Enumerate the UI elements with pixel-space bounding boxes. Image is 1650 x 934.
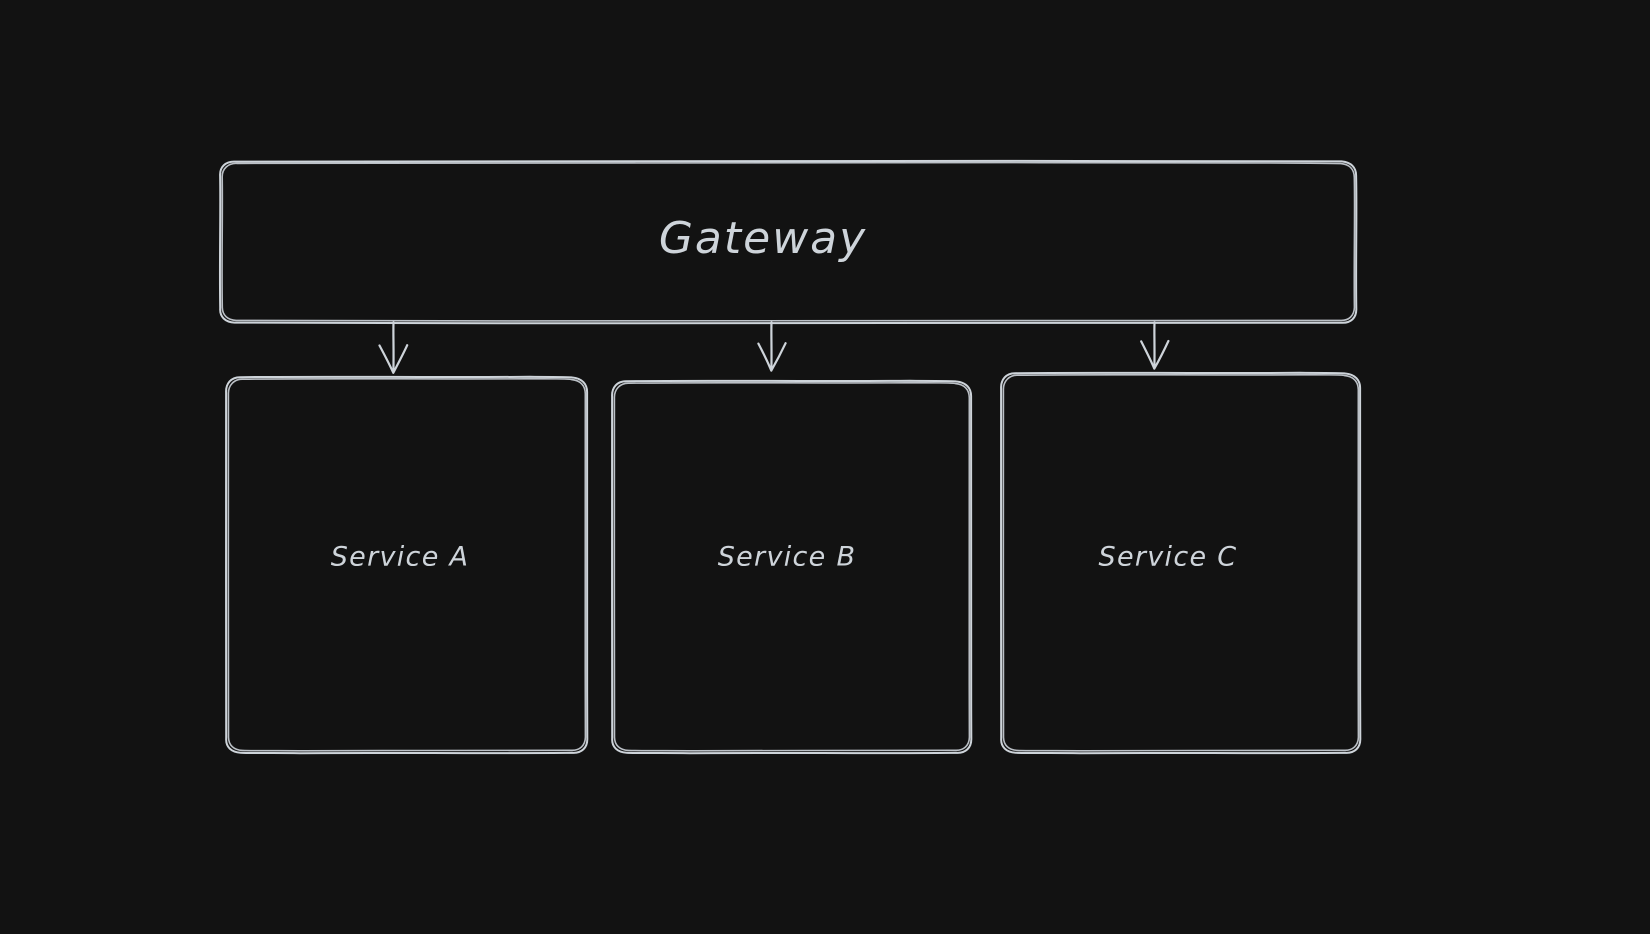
edge-gateway-service-a[interactable] — [378, 321, 409, 374]
service-c-outline — [999, 371, 1362, 755]
edge-gateway-service-b[interactable] — [757, 321, 787, 372]
service-b-label: Service B — [718, 542, 857, 573]
service-b-fill — [611, 381, 971, 754]
service-c-outline-sketch — [1002, 373, 1360, 752]
edge-gateway-service-c[interactable] — [1140, 321, 1170, 370]
gateway-fill — [220, 161, 1356, 323]
gateway-outline — [218, 159, 1358, 325]
gateway-label: Gateway — [659, 213, 867, 264]
service-a-fill — [225, 377, 587, 754]
edge-a-arrowhead-icon — [378, 344, 409, 374]
service-b-outline — [610, 379, 973, 755]
edge-b-arrowhead-icon — [757, 342, 787, 372]
node-gateway[interactable]: Gateway — [218, 159, 1358, 325]
gateway-outline-sketch — [221, 161, 1356, 322]
service-a-outline — [224, 375, 589, 755]
node-service-a[interactable]: Service A — [224, 375, 589, 755]
node-service-b[interactable]: Service B — [610, 379, 973, 755]
node-service-c[interactable]: Service C — [999, 371, 1362, 755]
service-b-outline-sketch — [613, 381, 971, 752]
service-a-outline-sketch — [227, 377, 587, 752]
service-a-label: Service A — [331, 542, 470, 573]
service-c-fill — [1000, 373, 1360, 754]
edge-c-arrowhead-icon — [1140, 339, 1170, 370]
service-c-label: Service C — [1099, 542, 1238, 573]
